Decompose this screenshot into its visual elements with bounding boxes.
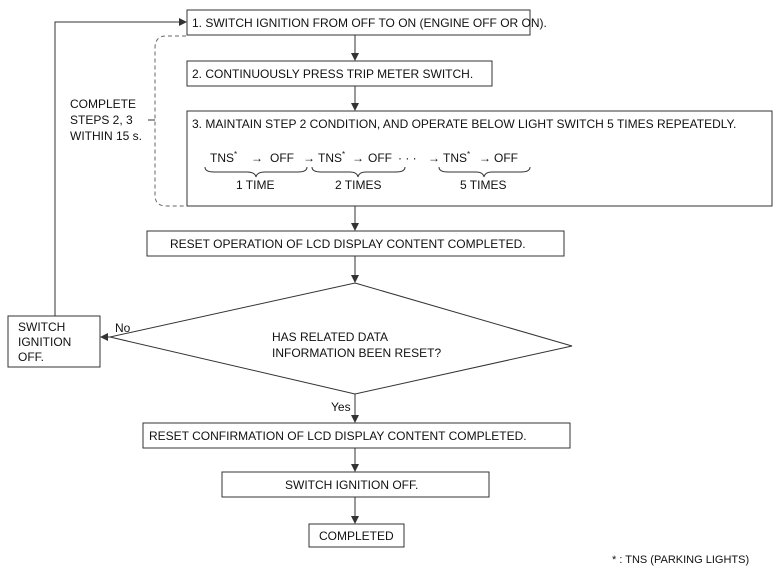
seq-off-1: OFF: [270, 151, 294, 165]
brace-1-time: [204, 166, 308, 178]
reset-confirmation-text: RESET CONFIRMATION OF LCD DISPLAY CONTEN…: [149, 429, 527, 443]
bracket-note-line2: STEPS 2, 3: [70, 113, 133, 127]
reset-operation-text: RESET OPERATION OF LCD DISPLAY CONTENT C…: [170, 237, 526, 251]
tns-sequence: TNS* → OFF → TNS* → OFF · · · → TNS* → O…: [204, 150, 531, 192]
reset-confirmation-box: [142, 422, 571, 449]
seq-tns-5: TNS*: [443, 150, 470, 165]
switch-ignition-off-text: SWITCH IGNITION OFF.: [285, 478, 418, 492]
label-5-times: 5 TIMES: [460, 178, 506, 192]
bracket-note-line1: COMPLETE: [70, 97, 136, 111]
step3-text: 3. MAINTAIN STEP 2 CONDITION, AND OPERAT…: [192, 117, 736, 131]
step1-text: 1. SWITCH IGNITION FROM OFF TO ON (ENGIN…: [192, 16, 547, 30]
bracket-note-line3: WITHIN 15 s.: [70, 129, 142, 143]
seq-off-5: OFF: [494, 151, 518, 165]
switch-off-line2: IGNITION: [18, 335, 71, 349]
seq-arrow-3: →: [352, 151, 364, 165]
seq-arrow-5: →: [479, 151, 491, 165]
seq-arrow-4: →: [428, 151, 440, 165]
seq-dots: · · ·: [398, 151, 417, 165]
step2-text: 2. CONTINUOUSLY PRESS TRIP METER SWITCH.: [192, 67, 473, 81]
step3-box: [186, 110, 773, 207]
switch-off-line3: OFF.: [18, 350, 44, 364]
switch-ignition-off-box: [221, 471, 490, 498]
step1-box: [186, 9, 531, 36]
no-label: No: [115, 321, 131, 335]
yes-label: Yes: [331, 400, 351, 414]
loop-back-line: [54, 18, 187, 316]
seq-tns-1: TNS*: [210, 150, 237, 165]
decision-line1: HAS RELATED DATA: [272, 330, 388, 344]
step2-box: [186, 60, 493, 87]
seq-tns-2: TNS*: [318, 150, 345, 165]
completed-text: COMPLETED: [319, 529, 394, 543]
seq-arrow-2: →: [303, 151, 315, 165]
steps-2-3-bracket: [154, 35, 186, 207]
label-2-times: 2 TIMES: [335, 178, 381, 192]
brace-5-times: [438, 166, 531, 178]
reset-operation-box: [146, 230, 565, 257]
footnote: * : TNS (PARKING LIGHTS): [612, 554, 749, 566]
decision-line2: INFORMATION BEEN RESET?: [272, 346, 441, 360]
brace-2-times: [311, 166, 406, 178]
seq-arrow-1: →: [251, 151, 263, 165]
switch-off-line1: SWITCH: [18, 320, 65, 334]
switch-off-box: [7, 315, 101, 368]
label-1-time: 1 TIME: [236, 178, 274, 192]
completed-box: [308, 523, 405, 548]
seq-off-2: OFF: [368, 151, 392, 165]
